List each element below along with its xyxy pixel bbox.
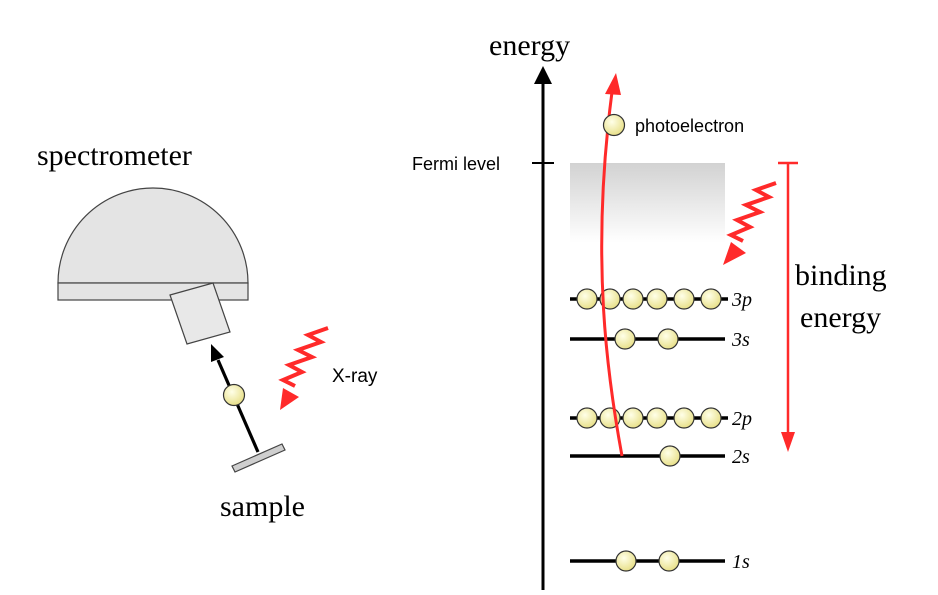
level-3s-label: 3s [731, 329, 750, 351]
level-3s: 3s [570, 328, 750, 351]
energy-axis-label: energy [489, 29, 570, 62]
binding-energy-label-line1: binding [795, 259, 887, 292]
emitted-electron-arrow [211, 344, 260, 453]
binding-energy-arrow [778, 161, 798, 452]
level-2s-label: 2s [732, 446, 750, 468]
sample-plate [231, 443, 286, 473]
level-3p: 3p [570, 288, 752, 311]
level-2p: 2p [570, 407, 752, 430]
xray-label: X-ray [332, 366, 378, 387]
xray-wave-icon [278, 326, 329, 410]
spectrometer-icon [57, 187, 249, 345]
level-3p-label: 3p [731, 289, 752, 311]
valence-band [570, 163, 725, 243]
level-1s: 1s [570, 550, 750, 573]
electron-ball [222, 383, 246, 407]
level-2p-label: 2p [732, 408, 752, 430]
photoelectron-ball [602, 113, 626, 137]
fermi-level-label: Fermi level [412, 154, 500, 174]
spectrometer-label: spectrometer [37, 139, 192, 172]
right-panel: energy Fermi level 3p [412, 29, 887, 590]
level-2s: 2s [570, 445, 750, 468]
left-panel: spectrometer X-ray sample [37, 139, 378, 523]
level-1s-label: 1s [732, 551, 750, 573]
sample-label: sample [220, 490, 305, 523]
photon-wave-icon [723, 181, 777, 265]
energy-axis [532, 66, 554, 590]
photoelectron-label: photoelectron [635, 116, 744, 136]
binding-energy-label-line2: energy [800, 301, 881, 334]
photoelectron-path-arrow [600, 73, 624, 457]
